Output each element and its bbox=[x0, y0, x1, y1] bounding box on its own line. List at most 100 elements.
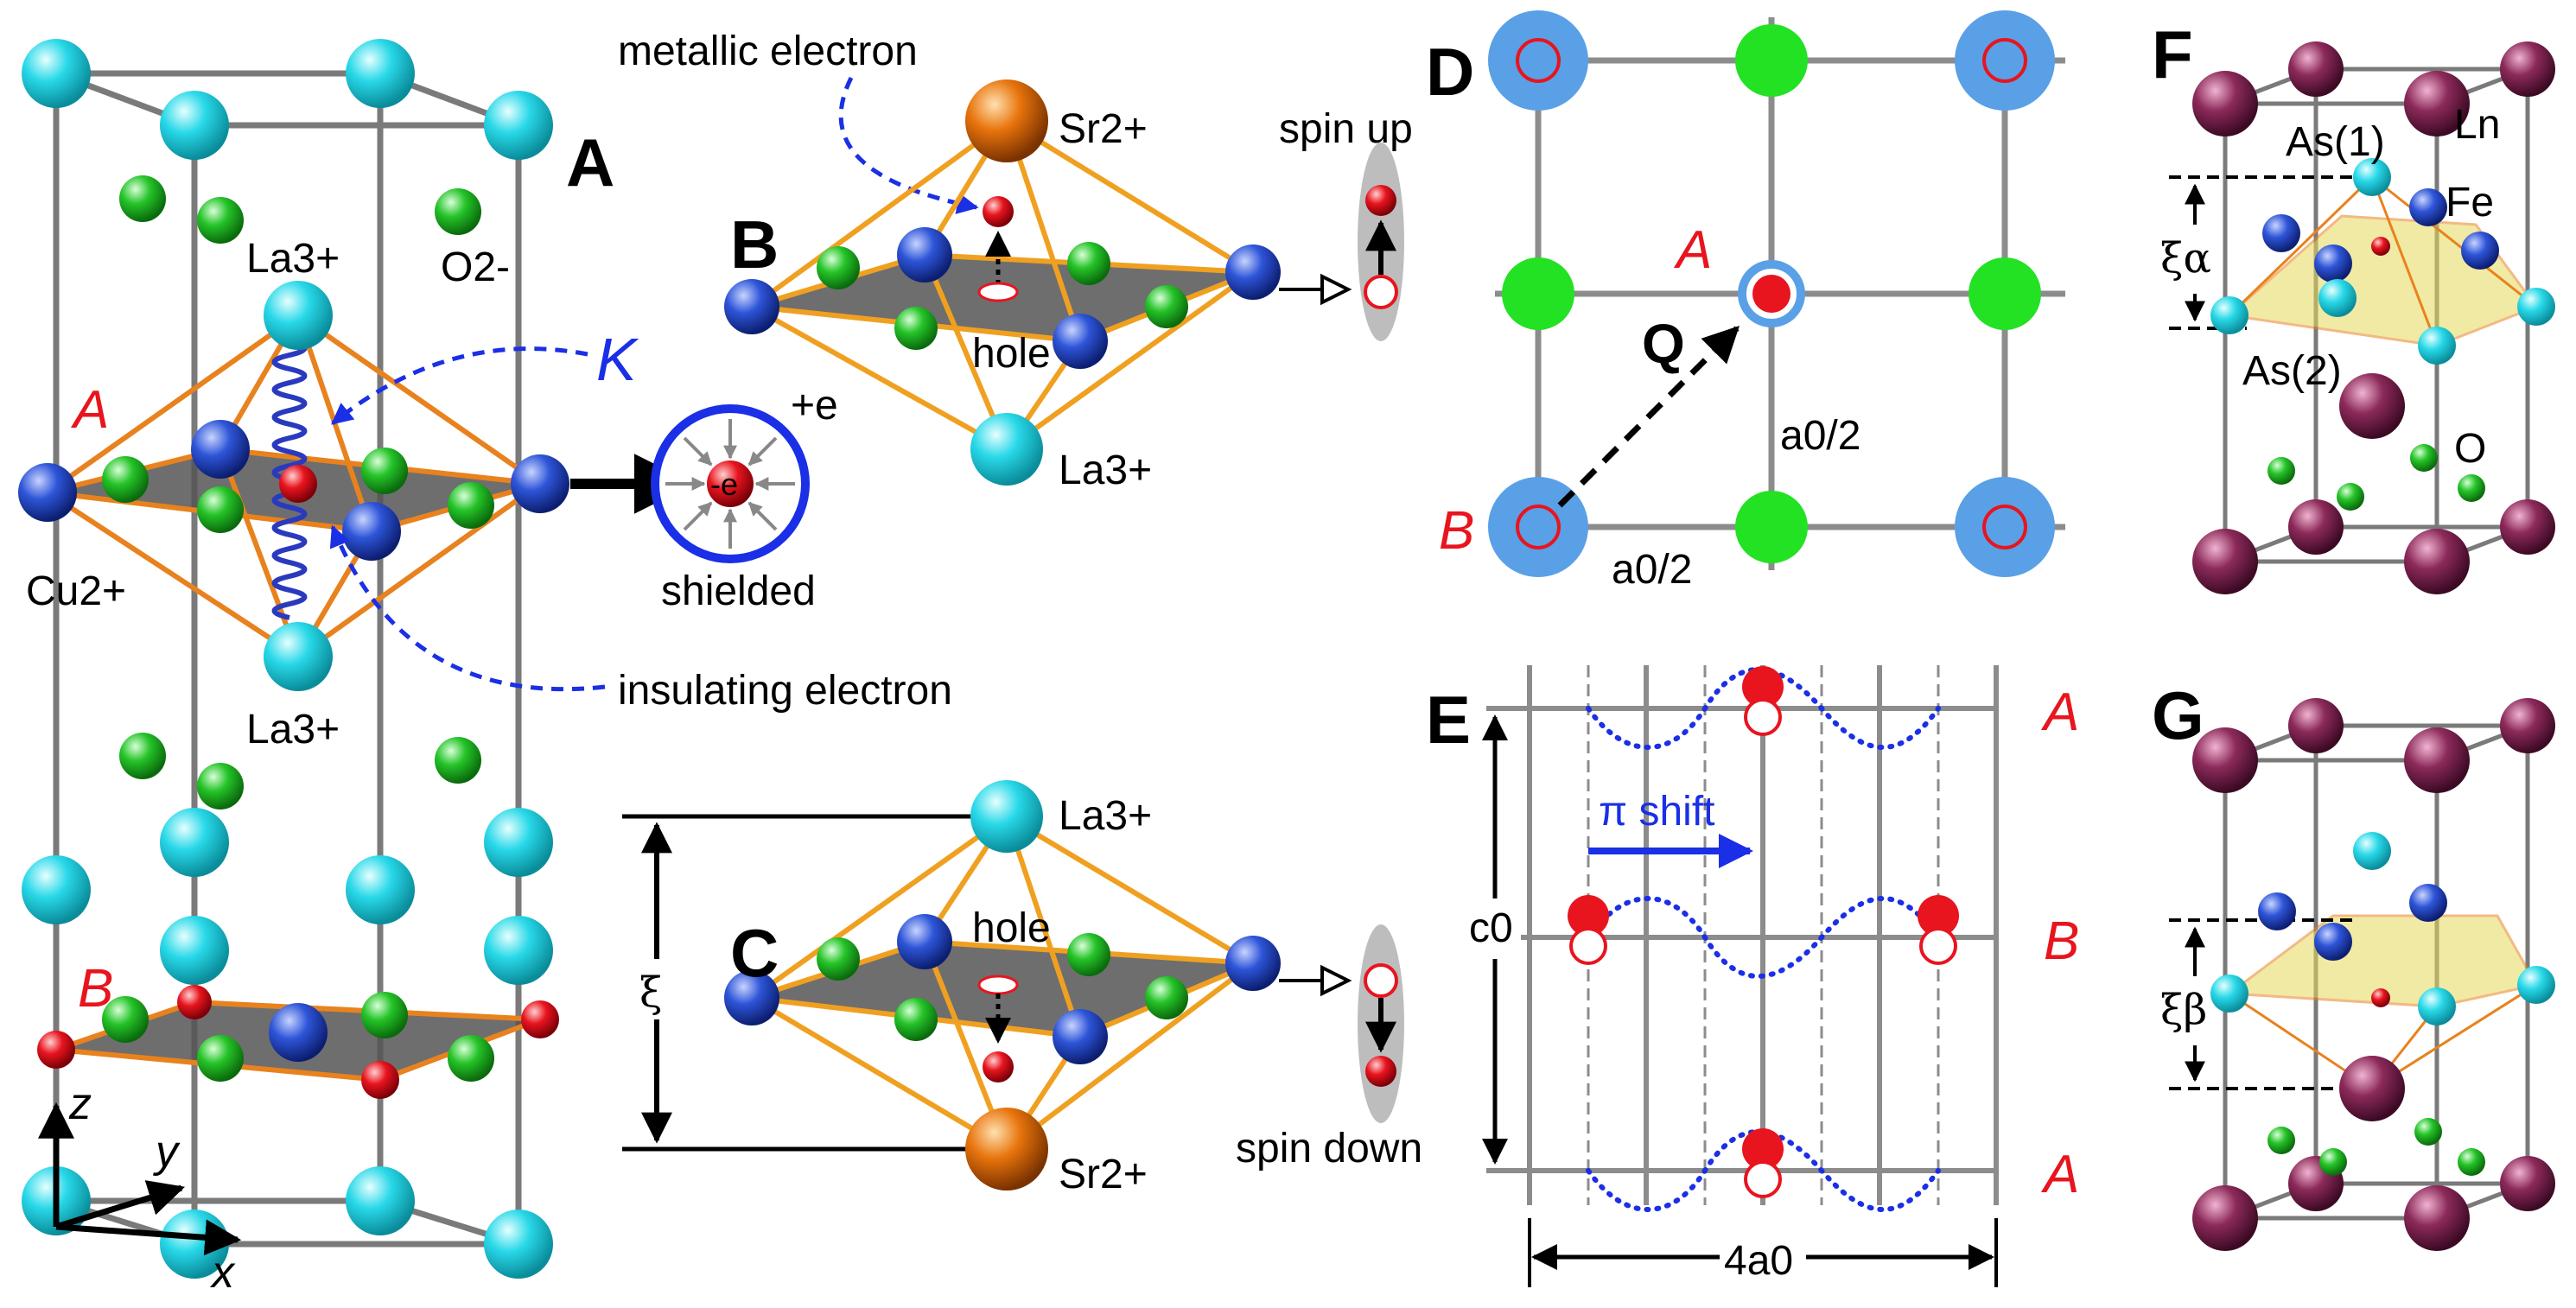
hole-marker bbox=[977, 975, 1019, 995]
label-spin-up: spin up bbox=[1279, 106, 1413, 152]
label-q: Q bbox=[1642, 313, 1685, 375]
o-atom bbox=[2414, 1118, 2442, 1146]
label-hole-b: hole bbox=[972, 331, 1051, 377]
label-4a0: 4a0 bbox=[1724, 1238, 1793, 1284]
spin-hole bbox=[1364, 963, 1398, 998]
label-xi-alpha: ξα bbox=[2160, 234, 2211, 283]
label-c0: c0 bbox=[1469, 905, 1513, 951]
electron-dot bbox=[2371, 237, 2390, 256]
la-atom bbox=[22, 855, 91, 924]
spin-electron bbox=[1365, 1056, 1396, 1087]
label-minus-e: -e bbox=[710, 467, 738, 502]
fe-atom bbox=[2409, 884, 2447, 922]
o-atom bbox=[2268, 457, 2295, 485]
fe-atom bbox=[2409, 188, 2447, 226]
o-atom bbox=[197, 1035, 244, 1082]
ln-atom bbox=[2404, 71, 2470, 137]
as-atom bbox=[2418, 327, 2456, 365]
row-label-b: B bbox=[2044, 911, 2079, 971]
la-atom bbox=[484, 808, 553, 877]
electron-dot bbox=[1742, 1128, 1784, 1170]
ln-atom bbox=[2288, 499, 2344, 555]
ln-atom bbox=[2192, 529, 2258, 594]
panel-label-c: C bbox=[730, 915, 779, 991]
label-pi-shift: π shift bbox=[1599, 789, 1714, 835]
la-atom bbox=[346, 39, 415, 108]
label-la-top: La3+ bbox=[246, 236, 340, 282]
spin-electron bbox=[1365, 185, 1396, 216]
o-atom bbox=[1067, 242, 1110, 285]
electron-dot bbox=[983, 1051, 1014, 1083]
fe-atom bbox=[2258, 892, 2296, 930]
site-label-a-d: A bbox=[1673, 220, 1712, 280]
panel-g: G ξβ bbox=[2152, 677, 2555, 1251]
panel-f: F As(1) Ln Fe As(2) O ξα bbox=[2152, 16, 2555, 594]
insulating-electron-arrow bbox=[329, 524, 606, 692]
la-atom bbox=[970, 413, 1043, 486]
la-atoms bbox=[22, 39, 553, 1279]
hole-marker bbox=[977, 282, 1019, 302]
o-atom bbox=[448, 482, 494, 529]
as-atom bbox=[2210, 975, 2248, 1013]
ln-atom bbox=[2404, 727, 2470, 793]
la-atom bbox=[346, 855, 415, 924]
electron-dot bbox=[521, 1000, 559, 1038]
o-atoms bbox=[102, 175, 494, 1082]
o-atom bbox=[102, 996, 149, 1043]
o-atom bbox=[894, 998, 938, 1041]
label-la-b: La3+ bbox=[1059, 448, 1152, 493]
electron-dot bbox=[983, 196, 1014, 227]
cu-atom bbox=[1053, 1009, 1108, 1064]
b-site bbox=[1955, 477, 2055, 577]
cu-atom bbox=[897, 227, 952, 283]
site-label-b-d: B bbox=[1439, 501, 1474, 561]
as-atom bbox=[2318, 279, 2357, 317]
o-atom bbox=[448, 1035, 494, 1082]
electrons-e bbox=[1568, 666, 1959, 1198]
label-sr-b: Sr2+ bbox=[1059, 106, 1148, 152]
metallic-electron-arrow bbox=[838, 76, 979, 214]
electron-sites-a bbox=[37, 465, 559, 1099]
polyhedron-f bbox=[2226, 214, 2539, 347]
panel-label-d: D bbox=[1426, 34, 1474, 110]
o-site bbox=[1502, 257, 1574, 330]
axis-label-z: z bbox=[68, 1079, 92, 1129]
ln-atom bbox=[2288, 698, 2344, 753]
as-atom bbox=[2517, 966, 2555, 1004]
cu-atom bbox=[269, 1003, 328, 1062]
la-atom bbox=[160, 916, 229, 985]
label-cu: Cu2+ bbox=[26, 568, 126, 614]
ln-atom bbox=[2500, 41, 2555, 97]
axis-label-x: x bbox=[209, 1248, 236, 1298]
panel-c: C ξ La3+ Sr2+ hole spin down bbox=[622, 780, 1422, 1197]
hole-ring bbox=[1982, 505, 2027, 549]
cu-atom bbox=[724, 279, 779, 334]
as-atom bbox=[2353, 832, 2391, 870]
k-arrow-upper bbox=[331, 346, 588, 425]
electron-dot bbox=[1742, 666, 1784, 708]
fe-atom bbox=[2314, 244, 2352, 283]
hole-ring bbox=[1744, 1160, 1782, 1198]
fe-atom bbox=[2314, 923, 2352, 961]
panel-label-e: E bbox=[1426, 682, 1471, 758]
o-atom bbox=[361, 992, 408, 1038]
hole-ring bbox=[1919, 927, 1957, 965]
cu-atom bbox=[1225, 244, 1281, 300]
spin-arrow-b bbox=[1279, 273, 1352, 306]
electron-dot bbox=[2371, 988, 2390, 1007]
label-a0-horizontal: a0/2 bbox=[1612, 547, 1692, 593]
label-xi-beta: ξβ bbox=[2160, 986, 2207, 1034]
ln-atom bbox=[2192, 1185, 2258, 1251]
ln-atom bbox=[2500, 499, 2555, 555]
ln-atom bbox=[2500, 1156, 2555, 1211]
fe-atom bbox=[2262, 214, 2300, 252]
cu-atom bbox=[342, 502, 401, 561]
o-atom bbox=[197, 197, 244, 244]
as-atom bbox=[2418, 987, 2456, 1025]
b-site bbox=[1488, 10, 1588, 111]
as-atom bbox=[2353, 158, 2391, 196]
label-shielded: shielded bbox=[661, 568, 816, 614]
la-atom bbox=[264, 622, 333, 691]
label-spin-down: spin down bbox=[1236, 1126, 1422, 1171]
label-o-f: O bbox=[2454, 426, 2486, 472]
